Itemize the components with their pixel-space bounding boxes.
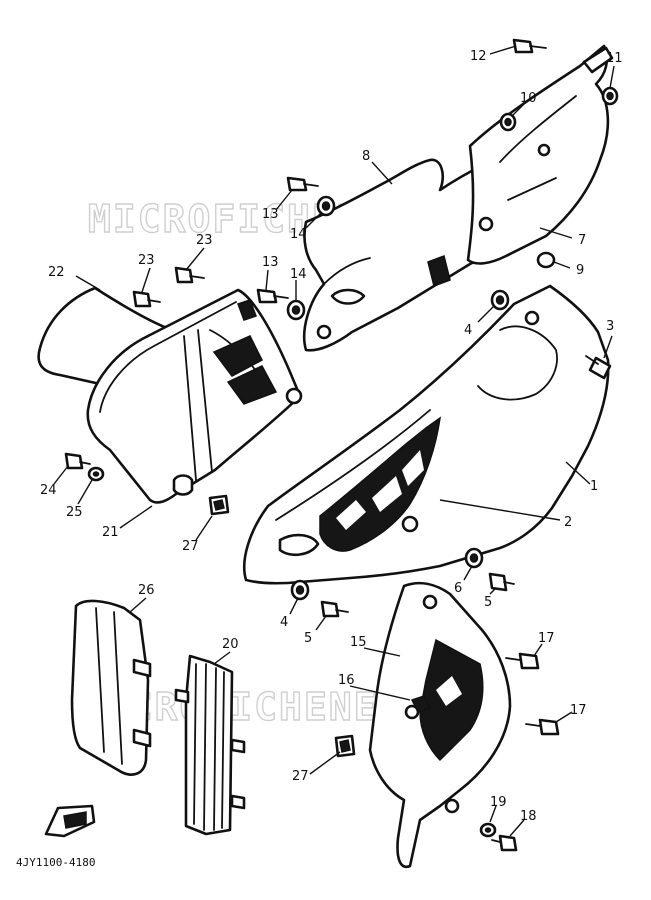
- callout-24: 24: [40, 483, 57, 498]
- fastener-collar-6: [464, 547, 484, 569]
- callout-22: 22: [48, 265, 65, 280]
- callout-8: 8: [362, 149, 370, 164]
- callout-14-lower: 14: [290, 267, 307, 282]
- fastener-collar-11: [601, 86, 619, 106]
- callout-26: 26: [138, 583, 155, 598]
- fastener-bolt-24: [64, 452, 91, 470]
- fastener-bolt-23-left: [132, 290, 161, 308]
- callout-23-left: 23: [138, 253, 155, 268]
- fastener-collar-14-upper: [316, 195, 336, 217]
- part-26-radiator-guard: [70, 599, 152, 776]
- callout-15: 15: [350, 635, 367, 650]
- callout-25: 25: [66, 505, 83, 520]
- fastener-collar-9: [536, 251, 556, 269]
- callout-11: 11: [606, 51, 623, 66]
- callout-1: 1: [590, 479, 598, 494]
- part-20-radiator-guard: [174, 654, 246, 836]
- fastener-washer-19: [479, 822, 497, 838]
- callout-4-upper: 4: [464, 323, 472, 338]
- callout-2: 2: [564, 515, 572, 530]
- callout-12: 12: [470, 49, 487, 64]
- fastener-clip-27-lower: [334, 734, 356, 758]
- drawing-code: 4JY1100-4180: [16, 856, 95, 869]
- callout-16: 16: [338, 673, 355, 688]
- leader-lines: [53, 45, 615, 837]
- callout-labels: 12 11 10 8 13 14 7 9 22 23 23 13 14 4 3 …: [40, 49, 623, 824]
- callout-10: 10: [520, 91, 537, 106]
- fastener-clip-27-upper: [208, 494, 230, 516]
- callout-14-upper: 14: [290, 227, 307, 242]
- fastener-bolt-23-right: [174, 266, 205, 284]
- fastener-collar-4-upper: [490, 289, 510, 311]
- fastener-bolt-17-lower: [525, 718, 560, 736]
- callout-13-lower: 13: [262, 255, 279, 270]
- fastener-collar-10: [499, 112, 517, 132]
- callout-4-lower: 4: [280, 615, 288, 630]
- fastener-bolt-5-left: [320, 600, 349, 618]
- callout-19: 19: [490, 795, 507, 810]
- part-16-emblem: [410, 695, 432, 713]
- fastener-collar-4-lower: [290, 579, 310, 601]
- fastener-bolt-5-right: [488, 572, 515, 592]
- fastener-bolt-13-lower: [256, 288, 289, 304]
- fastener-washer-25: [87, 466, 105, 482]
- callout-21: 21: [102, 525, 119, 540]
- callout-3: 3: [606, 319, 614, 334]
- part-21-left-shroud: [86, 288, 303, 504]
- callout-27-lower: 27: [292, 769, 309, 784]
- part-7-upper-cover: [466, 44, 614, 265]
- fastener-collar-14-lower: [286, 299, 306, 321]
- callout-13-upper: 13: [262, 207, 279, 222]
- callout-17-upper: 17: [538, 631, 555, 646]
- callout-20: 20: [222, 637, 239, 652]
- fastener-bolt-12: [512, 38, 547, 54]
- callout-9: 9: [576, 263, 584, 278]
- callout-6: 6: [454, 581, 462, 596]
- fastener-bolt-13-upper: [286, 176, 319, 192]
- callout-18: 18: [520, 809, 537, 824]
- front-arrow-icon: [44, 804, 96, 838]
- callout-27-upper: 27: [182, 539, 199, 554]
- callout-23-right: 23: [196, 233, 213, 248]
- fastener-bolt-17-upper: [505, 652, 540, 670]
- fastener-bolt-18: [491, 834, 518, 852]
- callout-5-left: 5: [304, 631, 312, 646]
- fastener-bolt-3: [585, 355, 612, 380]
- callout-5-right: 5: [484, 595, 492, 610]
- part-15-lower-cover: [368, 581, 512, 869]
- part-1-side-panel: [242, 284, 610, 585]
- callout-17-lower: 17: [570, 703, 587, 718]
- callout-7: 7: [578, 233, 586, 248]
